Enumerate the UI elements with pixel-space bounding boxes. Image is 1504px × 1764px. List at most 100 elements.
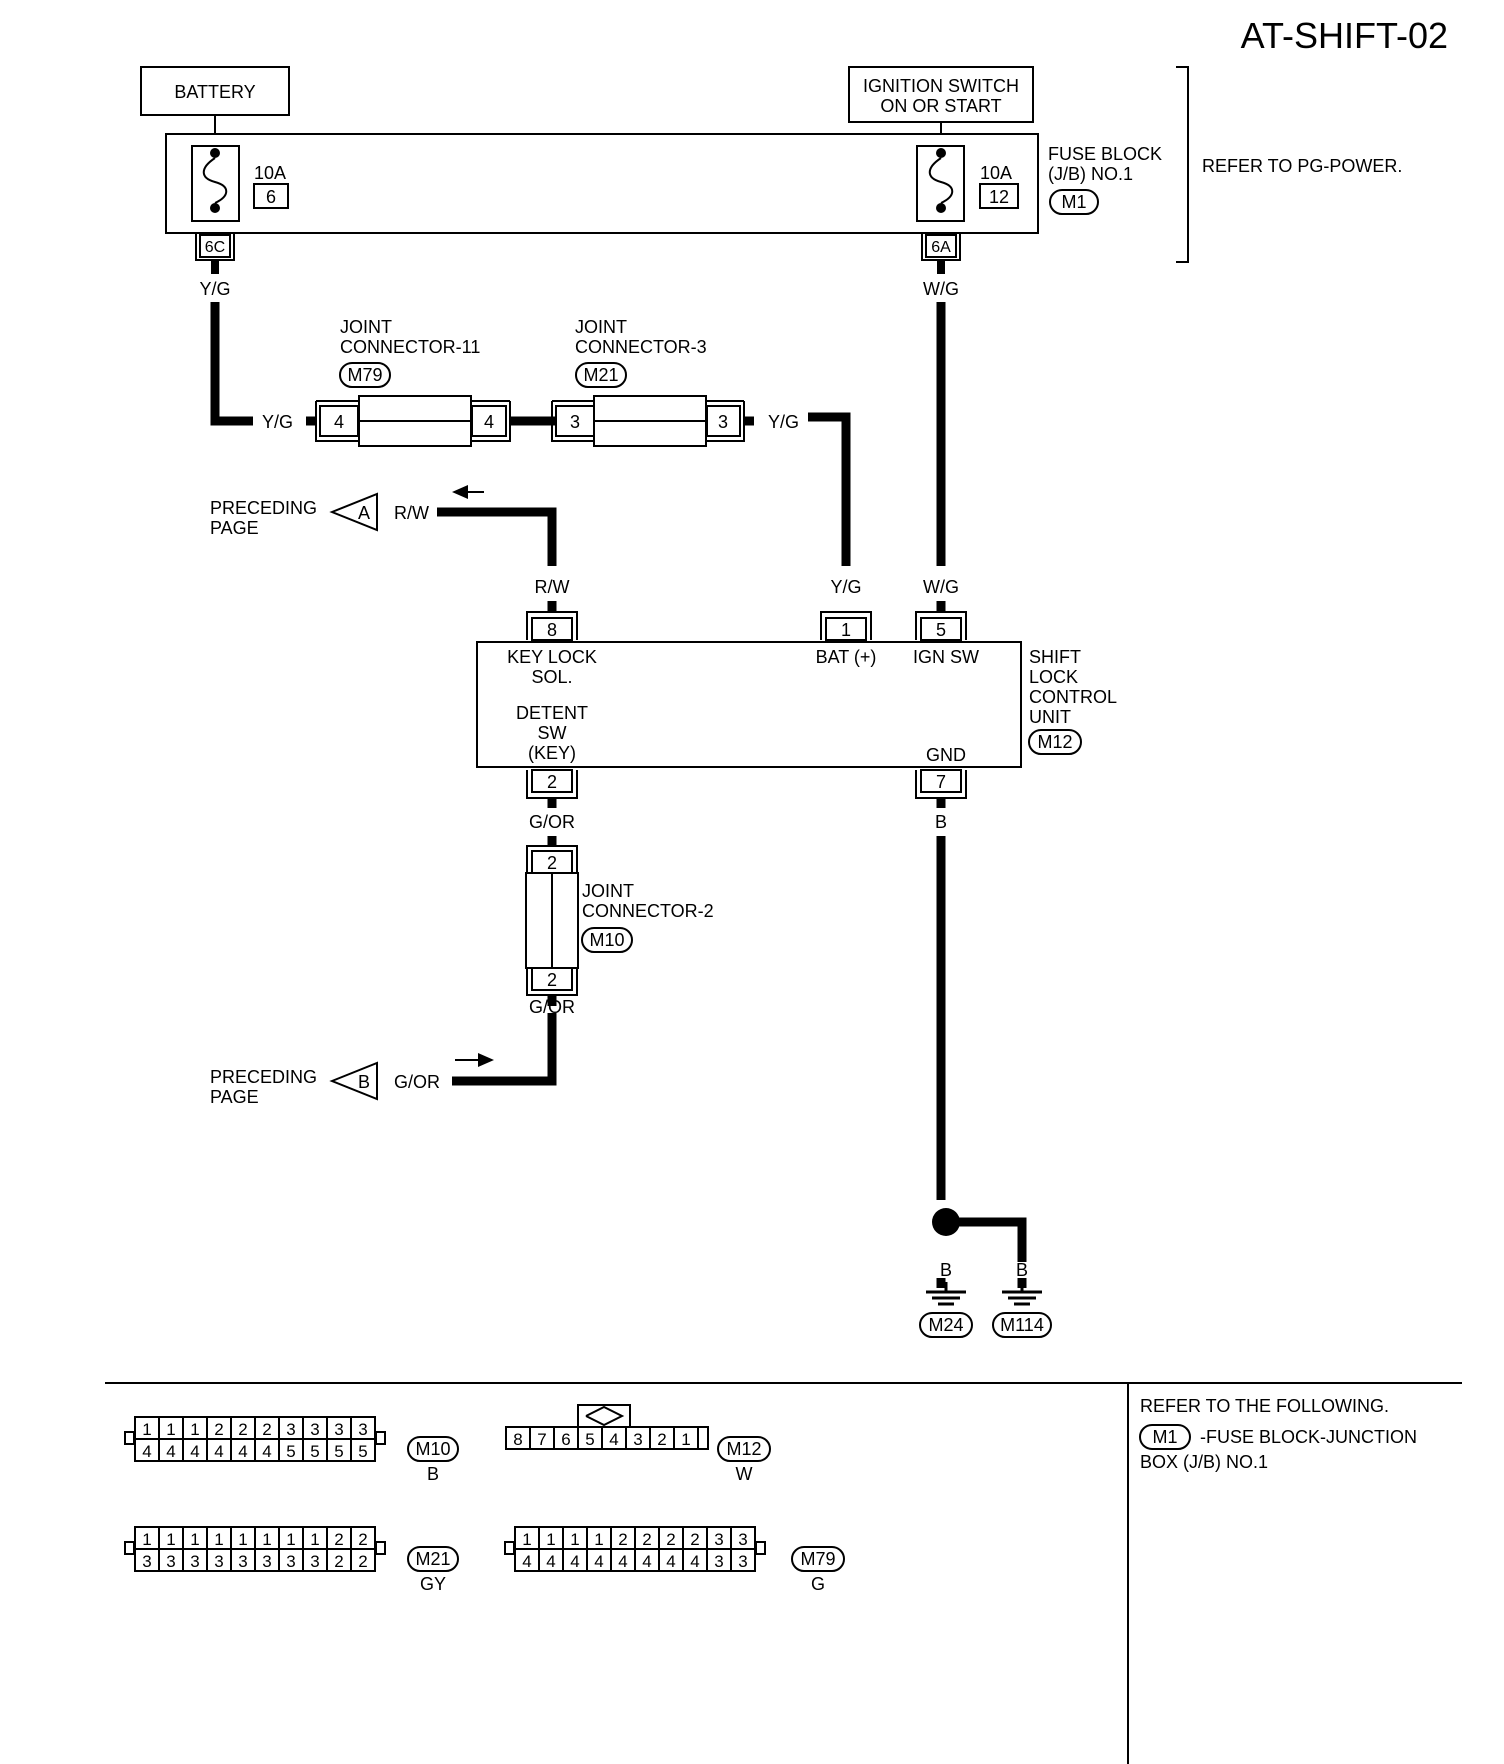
cavity-number: 4 — [522, 1552, 531, 1571]
cavity-number: 4 — [166, 1442, 175, 1461]
connector-cavity — [673, 1426, 699, 1450]
fuse-6-number: 6 — [266, 187, 276, 207]
cavity-number: 1 — [546, 1530, 555, 1549]
cavity-number: 2 — [618, 1530, 627, 1549]
wire-yg-fuse: Y/G — [199, 279, 230, 299]
cavity-number: 3 — [166, 1552, 175, 1571]
fuse-block-connector: M1 — [1061, 192, 1086, 212]
ground-symbol-m24 — [926, 1282, 966, 1306]
fuse-6: 10A 6 — [191, 145, 289, 222]
cavity-number: 2 — [262, 1420, 271, 1439]
slcu-name-1: SHIFT — [1029, 647, 1081, 667]
cavity-number: 7 — [537, 1430, 546, 1449]
jc3-line2: CONNECTOR-3 — [575, 337, 707, 357]
face-m79-id: M79 — [800, 1549, 835, 1569]
fuse-12: 10A 12 — [916, 145, 1019, 222]
refer-following: REFER TO THE FOLLOWING. — [1140, 1396, 1389, 1416]
terminal-6c: 6C — [195, 233, 235, 261]
shift-lock-control-unit: KEY LOCK SOL. BAT (+) IGN SW DETENT SW (… — [476, 641, 1022, 768]
wire-gor-jc2: G/OR — [529, 997, 575, 1017]
cavity-number: 3 — [286, 1420, 295, 1439]
slcu-pin-5: 5 — [915, 611, 967, 641]
terminal-6a: 6A — [921, 233, 961, 261]
wire-rw-a: R/W — [394, 503, 429, 523]
cavity-number: 3 — [310, 1420, 319, 1439]
cavity-number: 4 — [609, 1430, 618, 1449]
face-m12-id: M12 — [726, 1439, 761, 1459]
cavity-number: 4 — [142, 1442, 151, 1461]
wire-gor-b: G/OR — [394, 1072, 440, 1092]
cavity-number: 1 — [190, 1420, 199, 1439]
cavity-number: 1 — [214, 1530, 223, 1549]
fuse-block-line2: (J/B) NO.1 — [1048, 164, 1133, 184]
cavity-number: 1 — [190, 1530, 199, 1549]
cavity-number: 1 — [166, 1420, 175, 1439]
face-m12-color: W — [736, 1464, 753, 1484]
terminal-6c-label: 6C — [205, 239, 225, 256]
face-m79-color: G — [811, 1574, 825, 1594]
preceding-b-letter: B — [358, 1072, 370, 1092]
slcu-p8-l1: KEY LOCK — [507, 647, 597, 667]
cavity-number: 1 — [594, 1530, 603, 1549]
slcu-p5-l1: IGN SW — [913, 647, 979, 667]
jc2-connector: M10 — [589, 930, 624, 950]
cavity-number: 8 — [513, 1430, 522, 1449]
face-m10-id: M10 — [415, 1439, 450, 1459]
wire-wg-fuse: W/G — [923, 279, 959, 299]
wire-b-ground1: B — [940, 1260, 952, 1280]
connector-cavity — [350, 1438, 376, 1462]
cavity-number: 4 — [594, 1552, 603, 1571]
slcu-pin-5-num: 5 — [936, 620, 946, 640]
cavity-number: 3 — [714, 1530, 723, 1549]
face-m21-id: M21 — [415, 1549, 450, 1569]
cavity-number: 4 — [238, 1442, 247, 1461]
cavity-number: 3 — [286, 1552, 295, 1571]
cavity-number: 1 — [166, 1530, 175, 1549]
cavity-number: 1 — [262, 1530, 271, 1549]
page-title: AT-SHIFT-02 — [1241, 15, 1448, 56]
cavity-number: 4 — [618, 1552, 627, 1571]
cavity-number: 3 — [238, 1552, 247, 1571]
joint-connector-3: 3 3 — [551, 395, 745, 447]
slcu-name-4: UNIT — [1029, 707, 1071, 727]
jc3-pin-right: 3 — [718, 412, 728, 432]
slcu-p7-l1: GND — [926, 745, 966, 765]
terminal-6a-label: 6A — [931, 239, 951, 256]
cavity-number: 6 — [561, 1430, 570, 1449]
ignition-switch-box: IGNITION SWITCH ON OR START — [848, 66, 1034, 123]
joint-connector-11: 4 4 — [315, 395, 511, 447]
cavity-number: 3 — [334, 1420, 343, 1439]
cavity-number: 1 — [570, 1530, 579, 1549]
jc11-pin-left: 4 — [334, 412, 344, 432]
ground-m24-label: M24 — [928, 1315, 963, 1335]
cavity-number: 1 — [238, 1530, 247, 1549]
slcu-pin-1: 1 — [820, 611, 872, 641]
wire-wg-slcu: W/G — [923, 577, 959, 597]
cavity-number: 3 — [738, 1530, 747, 1549]
jc2-pin-bottom: 2 — [547, 970, 557, 990]
preceding-a-letter: A — [358, 503, 370, 523]
wire-rw-slcu: R/W — [535, 577, 570, 597]
ref-text-2: BOX (J/B) NO.1 — [1140, 1452, 1268, 1472]
battery-box: BATTERY — [140, 66, 290, 116]
face-m10-color: B — [427, 1464, 439, 1484]
cavity-number: 2 — [690, 1530, 699, 1549]
preceding-b-line1: PRECEDING — [210, 1067, 317, 1087]
cavity-number: 2 — [238, 1420, 247, 1439]
wire-gor-slcu: G/OR — [529, 812, 575, 832]
cavity-number: 2 — [334, 1530, 343, 1549]
cavity-number: 4 — [666, 1552, 675, 1571]
wire-yg-slcu: Y/G — [830, 577, 861, 597]
ground-m114-label: M114 — [1000, 1315, 1044, 1335]
cavity-number: 5 — [585, 1430, 594, 1449]
connector-cavity — [350, 1548, 376, 1572]
cavity-number: 5 — [310, 1442, 319, 1461]
cavity-number: 3 — [262, 1552, 271, 1571]
jc3-pin-left: 3 — [570, 412, 580, 432]
slcu-p8-l2: SOL. — [531, 667, 572, 687]
ground-splice — [932, 1208, 960, 1236]
jc11-pin-right: 4 — [484, 412, 494, 432]
